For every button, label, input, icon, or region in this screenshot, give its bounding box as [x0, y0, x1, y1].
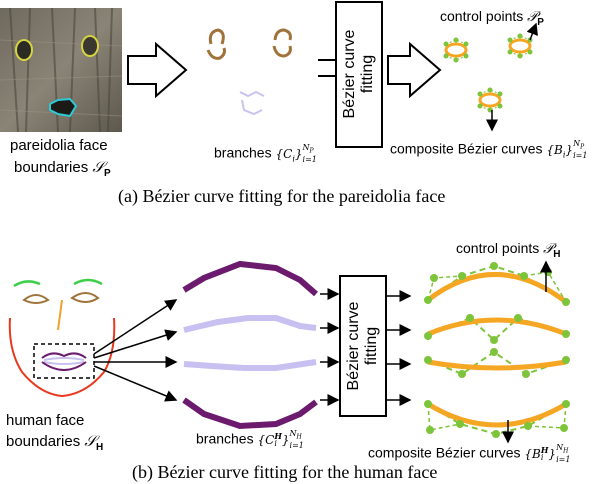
fitting-box-a-label: Bézier curve fitting — [341, 29, 376, 119]
photo-left-eye-icon — [15, 39, 33, 61]
caption-b: (b) Bézier curve fitting for the human f… — [132, 462, 438, 482]
fitting-box-b-label: Bézier curve fitting — [345, 301, 380, 391]
branch-mouth-bottom — [241, 99, 263, 116]
face-outline — [8, 317, 116, 398]
human-face — [8, 278, 116, 398]
composite-curves-b — [424, 262, 570, 438]
photo-right-eye-icon — [81, 35, 99, 57]
mouth-selection-box — [33, 343, 95, 379]
arrow-icon — [93, 365, 178, 402]
face-left-eyebrow — [13, 280, 41, 288]
control-points-a-label: control points 𝒫P — [440, 8, 544, 28]
branch-upper-lip-top — [182, 260, 318, 297]
caption-a: (a) Bézier curve fitting for the pareido… — [118, 186, 446, 206]
branch-lower-lip-bottom — [182, 397, 318, 430]
branch-lower-lip-top — [183, 359, 317, 371]
branch-right-eye-top — [273, 28, 292, 41]
branch-right-eye-bottom — [272, 45, 292, 58]
branch-upper-lip-bottom — [183, 315, 317, 333]
composite-curves-a — [443, 33, 533, 113]
box-a-input-arrow — [318, 59, 337, 77]
fitting-box-a — [335, 1, 383, 148]
fitting-box-b — [339, 275, 387, 417]
face-right-eye — [70, 292, 100, 303]
photo-label-line2: boundaries 𝒮P — [14, 158, 111, 179]
arrow-icon — [526, 22, 538, 41]
arrow-icon — [93, 299, 178, 355]
branch-mouth-top — [239, 90, 265, 98]
control-points-b-label: control points 𝒫H — [456, 240, 561, 260]
photo-label-line1: pareidolia face — [10, 137, 108, 154]
arrow-icon — [93, 329, 178, 359]
hollow-right-arrow-icon — [127, 41, 188, 99]
hollow-right-arrow-icon — [387, 41, 442, 99]
face-label-line1: human face — [6, 412, 85, 429]
face-left-eye — [22, 294, 50, 304]
photo-mouth-icon — [49, 97, 78, 118]
face-label-line2: boundaries 𝒮H — [6, 432, 104, 453]
pareidolia-photo — [0, 7, 123, 133]
branch-left-eye-top — [208, 28, 225, 45]
branches-b — [182, 260, 318, 430]
face-nose — [57, 299, 63, 331]
branches-a — [206, 28, 292, 116]
face-right-eyebrow — [73, 278, 103, 286]
branch-left-eye-bottom — [206, 47, 226, 60]
